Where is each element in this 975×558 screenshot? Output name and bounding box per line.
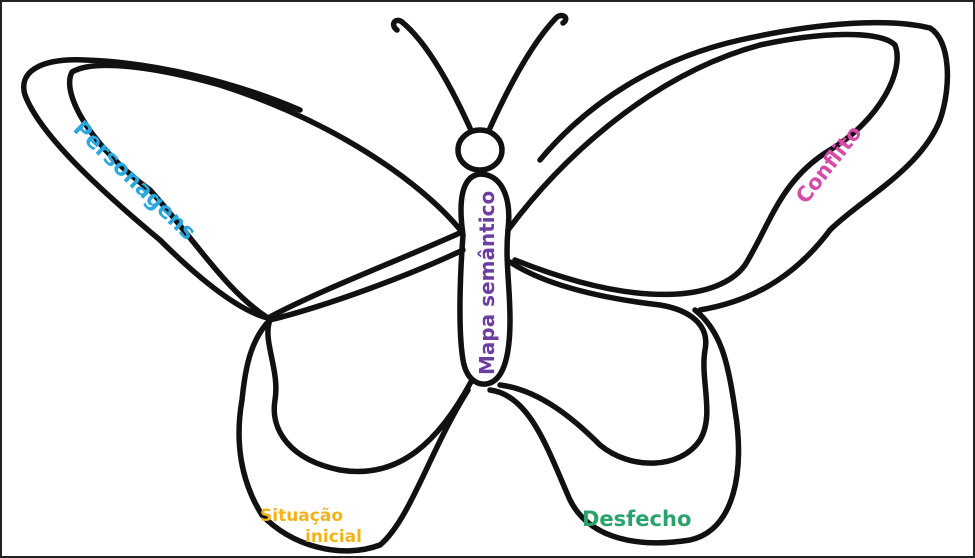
label-conflito: Conflito (791, 121, 867, 208)
right-antenna (490, 15, 566, 128)
left-antenna (394, 20, 470, 128)
label-situacao: Situação (260, 506, 343, 526)
label-mapa-semantico: Mapa semântico (475, 191, 499, 375)
label-personagens: Personagens (68, 116, 200, 245)
butterfly-head (458, 130, 502, 170)
label-inicial: inicial (305, 527, 362, 547)
label-desfecho: Desfecho (582, 507, 691, 531)
